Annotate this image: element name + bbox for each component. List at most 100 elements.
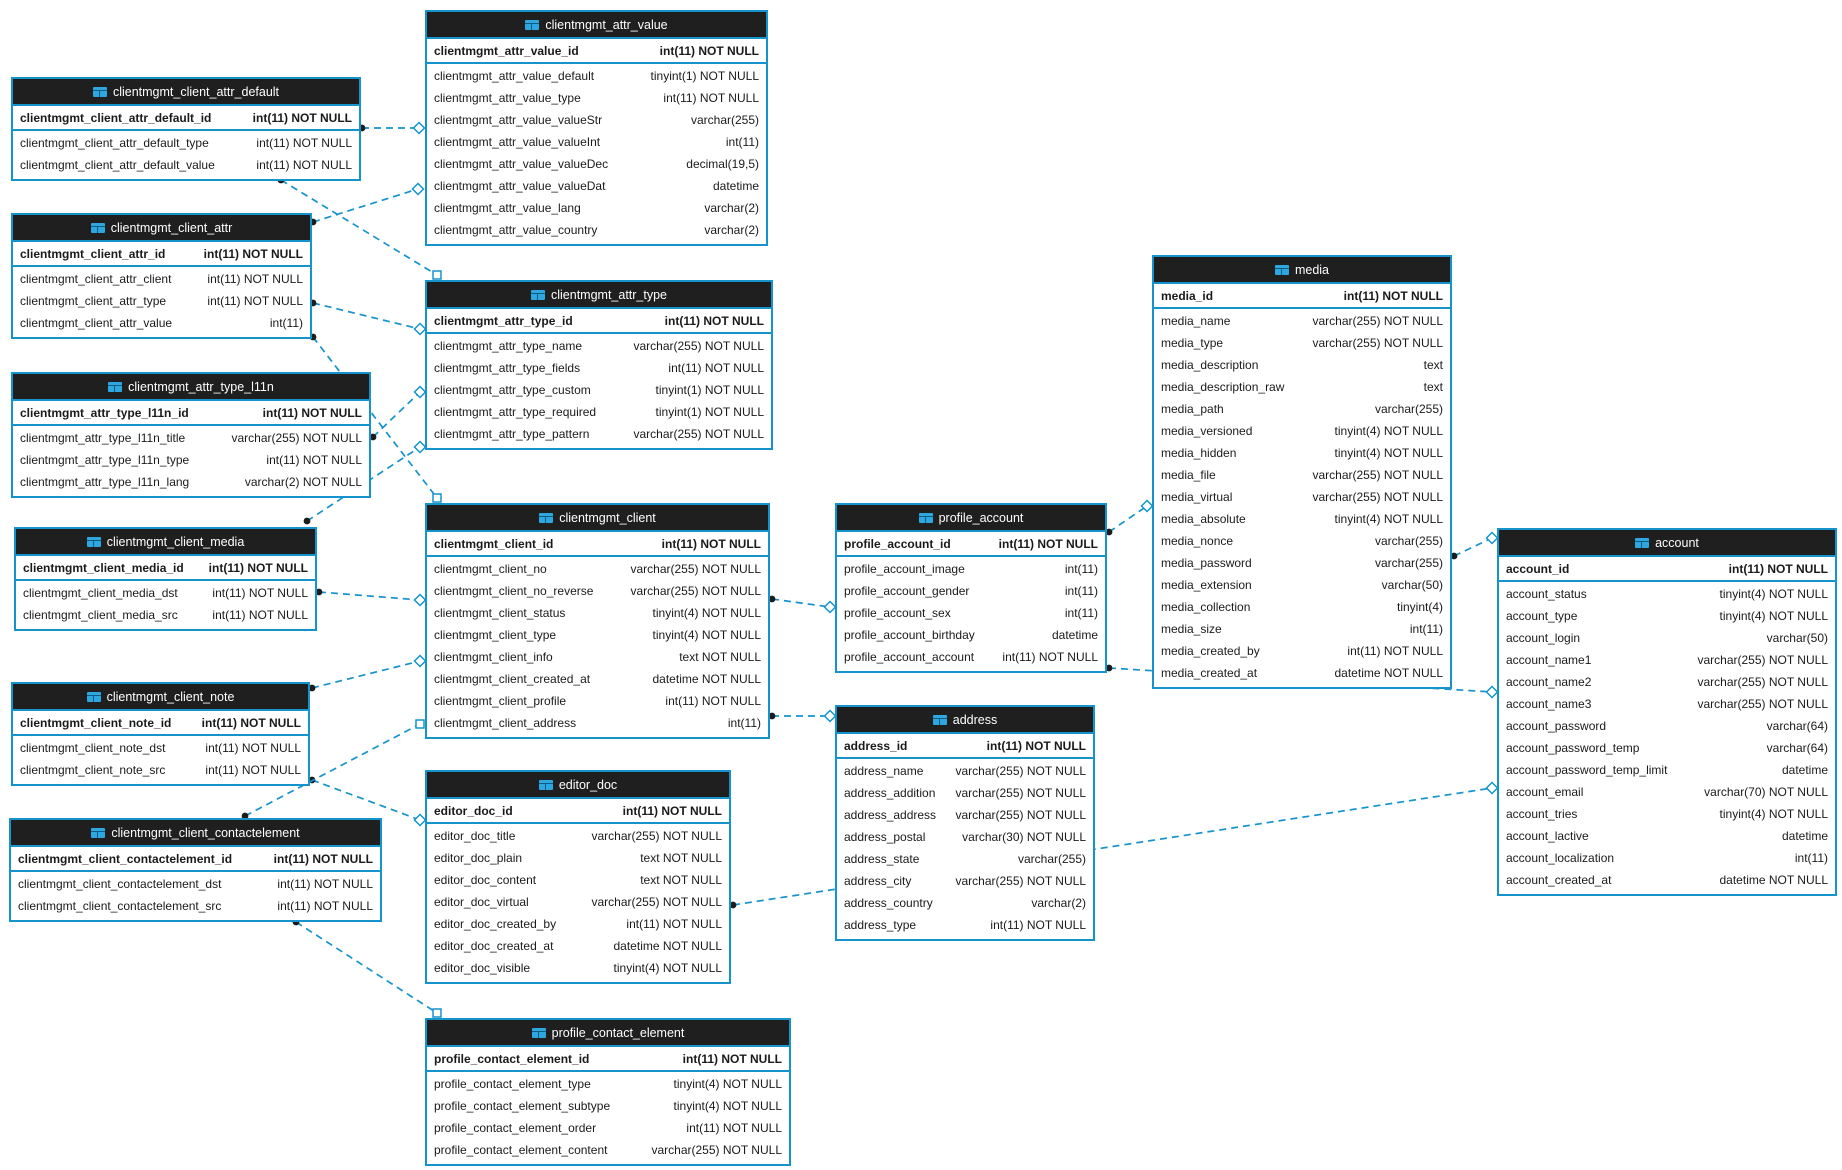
field-row[interactable]: clientmgmt_client_media_dst int(11) NOT … <box>16 582 315 604</box>
field-row[interactable]: clientmgmt_attr_value_valueStr varchar(2… <box>427 109 766 131</box>
relationship-line[interactable] <box>372 391 421 438</box>
field-row[interactable]: profile_contact_element_subtype tinyint(… <box>427 1095 789 1117</box>
field-row[interactable]: editor_doc_visible tinyint(4) NOT NULL <box>427 957 729 979</box>
field-row[interactable]: media_description_raw text <box>1154 376 1450 398</box>
field-row[interactable]: media_collection tinyint(4) <box>1154 596 1450 618</box>
relationship-line[interactable] <box>312 336 438 499</box>
field-row[interactable]: clientmgmt_client_type tinyint(4) NOT NU… <box>427 624 768 646</box>
relationship-line[interactable] <box>244 723 421 817</box>
field-row[interactable]: clientmgmt_attr_value_valueInt int(11) <box>427 131 766 153</box>
field-row[interactable]: media_file varchar(255) NOT NULL <box>1154 464 1450 486</box>
table-address[interactable]: address address_id int(11) NOT NULL addr… <box>835 705 1095 941</box>
table-clientmgmt_attr_type[interactable]: clientmgmt_attr_type clientmgmt_attr_typ… <box>425 280 773 450</box>
field-row[interactable]: clientmgmt_attr_type_pattern varchar(255… <box>427 423 771 445</box>
field-row[interactable]: clientmgmt_client_note_dst int(11) NOT N… <box>13 737 308 759</box>
field-row[interactable]: account_name2 varchar(255) NOT NULL <box>1499 671 1835 693</box>
field-row[interactable]: clientmgmt_client_attr_default_value int… <box>13 154 359 176</box>
field-row[interactable]: address_addition varchar(255) NOT NULL <box>837 782 1093 804</box>
relationship-line[interactable] <box>1108 505 1148 533</box>
table-header[interactable]: address <box>837 707 1093 734</box>
table-clientmgmt_client[interactable]: clientmgmt_client clientmgmt_client_id i… <box>425 503 770 739</box>
field-row[interactable]: clientmgmt_client_attr_default_type int(… <box>13 132 359 154</box>
table-header[interactable]: clientmgmt_client_attr <box>13 215 310 242</box>
table-profile_contact_element[interactable]: profile_contact_element profile_contact_… <box>425 1018 791 1166</box>
field-row[interactable]: clientmgmt_client_info text NOT NULL <box>427 646 768 668</box>
field-row[interactable]: clientmgmt_client_no_reverse varchar(255… <box>427 580 768 602</box>
table-header[interactable]: editor_doc <box>427 772 729 799</box>
field-row[interactable]: clientmgmt_attr_value_type int(11) NOT N… <box>427 87 766 109</box>
field-row[interactable]: media_nonce varchar(255) <box>1154 530 1450 552</box>
field-row[interactable]: account_localization int(11) <box>1499 847 1835 869</box>
table-editor_doc[interactable]: editor_doc editor_doc_id int(11) NOT NUL… <box>425 770 731 984</box>
field-row[interactable]: clientmgmt_client_no varchar(255) NOT NU… <box>427 558 768 580</box>
table-header[interactable]: clientmgmt_attr_type_l11n <box>13 374 369 401</box>
pk-row[interactable]: clientmgmt_client_media_id int(11) NOT N… <box>16 556 315 581</box>
relationship-line[interactable] <box>306 446 421 522</box>
table-header[interactable]: profile_contact_element <box>427 1020 789 1047</box>
field-row[interactable]: media_path varchar(255) <box>1154 398 1450 420</box>
field-row[interactable]: editor_doc_plain text NOT NULL <box>427 847 729 869</box>
field-row[interactable]: account_tries tinyint(4) NOT NULL <box>1499 803 1835 825</box>
field-row[interactable]: account_login varchar(50) <box>1499 627 1835 649</box>
field-row[interactable]: address_type int(11) NOT NULL <box>837 914 1093 936</box>
pk-row[interactable]: profile_contact_element_id int(11) NOT N… <box>427 1047 789 1072</box>
table-header[interactable]: clientmgmt_client_attr_default <box>13 79 359 106</box>
field-row[interactable]: account_status tinyint(4) NOT NULL <box>1499 583 1835 605</box>
table-header[interactable]: clientmgmt_attr_type <box>427 282 771 309</box>
table-account[interactable]: account account_id int(11) NOT NULL acco… <box>1497 528 1837 896</box>
table-profile_account[interactable]: profile_account profile_account_id int(1… <box>835 503 1107 673</box>
pk-row[interactable]: profile_account_id int(11) NOT NULL <box>837 532 1105 557</box>
field-row[interactable]: clientmgmt_attr_value_valueDat datetime <box>427 175 766 197</box>
field-row[interactable]: profile_account_image int(11) <box>837 558 1105 580</box>
field-row[interactable]: clientmgmt_attr_type_custom tinyint(1) N… <box>427 379 771 401</box>
field-row[interactable]: media_hidden tinyint(4) NOT NULL <box>1154 442 1450 464</box>
field-row[interactable]: clientmgmt_attr_type_l11n_type int(11) N… <box>13 449 369 471</box>
table-header[interactable]: media <box>1154 257 1450 284</box>
field-row[interactable]: clientmgmt_client_contactelement_src int… <box>11 895 380 917</box>
pk-row[interactable]: account_id int(11) NOT NULL <box>1499 557 1835 582</box>
field-row[interactable]: profile_contact_element_type tinyint(4) … <box>427 1073 789 1095</box>
field-row[interactable]: address_postal varchar(30) NOT NULL <box>837 826 1093 848</box>
field-row[interactable]: editor_doc_created_at datetime NOT NULL <box>427 935 729 957</box>
pk-row[interactable]: clientmgmt_client_id int(11) NOT NULL <box>427 532 768 557</box>
field-row[interactable]: clientmgmt_client_address int(11) <box>427 712 768 734</box>
field-row[interactable]: account_created_at datetime NOT NULL <box>1499 869 1835 891</box>
field-row[interactable]: media_virtual varchar(255) NOT NULL <box>1154 486 1450 508</box>
field-row[interactable]: clientmgmt_client_attr_client int(11) NO… <box>13 268 310 290</box>
table-clientmgmt_attr_value[interactable]: clientmgmt_attr_value clientmgmt_attr_va… <box>425 10 768 246</box>
field-row[interactable]: clientmgmt_attr_value_lang varchar(2) <box>427 197 766 219</box>
field-row[interactable]: address_name varchar(255) NOT NULL <box>837 760 1093 782</box>
table-clientmgmt_client_attr_default[interactable]: clientmgmt_client_attr_default clientmgm… <box>11 77 361 181</box>
field-row[interactable]: account_email varchar(70) NOT NULL <box>1499 781 1835 803</box>
pk-row[interactable]: clientmgmt_client_contactelement_id int(… <box>11 847 380 872</box>
field-row[interactable]: account_name3 varchar(255) NOT NULL <box>1499 693 1835 715</box>
relationship-line[interactable] <box>318 591 421 601</box>
field-row[interactable]: clientmgmt_attr_type_l11n_lang varchar(2… <box>13 471 369 493</box>
pk-row[interactable]: clientmgmt_attr_type_l11n_id int(11) NOT… <box>13 401 369 426</box>
field-row[interactable]: editor_doc_content text NOT NULL <box>427 869 729 891</box>
table-clientmgmt_attr_type_l11n[interactable]: clientmgmt_attr_type_l11n clientmgmt_att… <box>11 372 371 498</box>
table-header[interactable]: account <box>1499 530 1835 557</box>
field-row[interactable]: media_description text <box>1154 354 1450 376</box>
field-row[interactable]: clientmgmt_attr_type_name varchar(255) N… <box>427 335 771 357</box>
field-row[interactable]: clientmgmt_client_created_at datetime NO… <box>427 668 768 690</box>
field-row[interactable]: account_password_temp varchar(64) <box>1499 737 1835 759</box>
table-header[interactable]: clientmgmt_client_media <box>16 529 315 556</box>
field-row[interactable]: media_created_by int(11) NOT NULL <box>1154 640 1450 662</box>
field-row[interactable]: clientmgmt_attr_type_fields int(11) NOT … <box>427 357 771 379</box>
field-row[interactable]: clientmgmt_client_profile int(11) NOT NU… <box>427 690 768 712</box>
field-row[interactable]: account_password_temp_limit datetime <box>1499 759 1835 781</box>
field-row[interactable]: media_created_at datetime NOT NULL <box>1154 662 1450 684</box>
field-row[interactable]: profile_contact_element_order int(11) NO… <box>427 1117 789 1139</box>
field-row[interactable]: media_versioned tinyint(4) NOT NULL <box>1154 420 1450 442</box>
relationship-line[interactable] <box>771 598 831 608</box>
table-clientmgmt_client_media[interactable]: clientmgmt_client_media clientmgmt_clien… <box>14 527 317 631</box>
field-row[interactable]: address_state varchar(255) <box>837 848 1093 870</box>
field-row[interactable]: address_country varchar(2) <box>837 892 1093 914</box>
field-row[interactable]: media_size int(11) <box>1154 618 1450 640</box>
field-row[interactable]: address_address varchar(255) NOT NULL <box>837 804 1093 826</box>
pk-row[interactable]: clientmgmt_client_attr_id int(11) NOT NU… <box>13 242 310 267</box>
field-row[interactable]: media_password varchar(255) <box>1154 552 1450 574</box>
field-row[interactable]: clientmgmt_attr_type_required tinyint(1)… <box>427 401 771 423</box>
field-row[interactable]: profile_account_gender int(11) <box>837 580 1105 602</box>
